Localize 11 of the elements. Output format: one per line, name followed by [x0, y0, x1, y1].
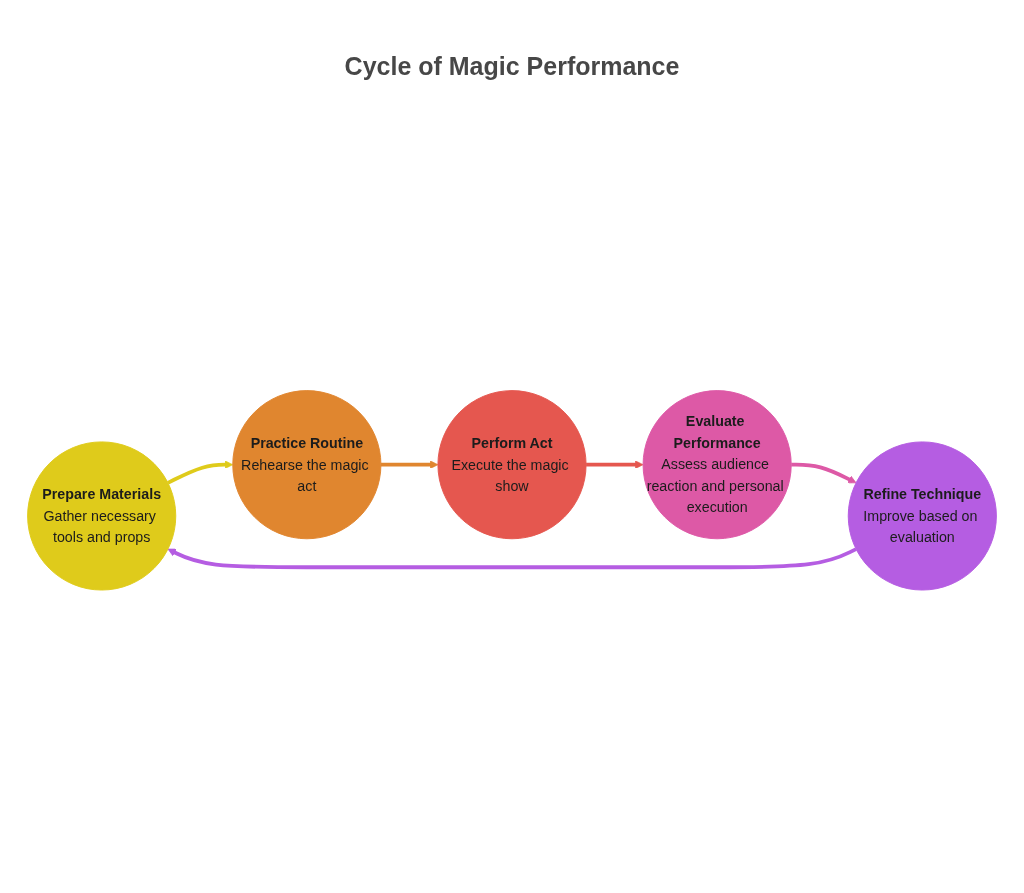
- arrow: [791, 462, 857, 483]
- arrow: [167, 547, 857, 569]
- step-circle: Prepare Materials Gather necessary tools and props: [27, 441, 177, 591]
- step-circle: Refine Technique Improve based on evaluation: [847, 441, 997, 591]
- step-circle: Practice Routine Rehearse the magic act: [232, 389, 382, 539]
- step-circle: Perform Act Execute the magic show: [437, 389, 587, 539]
- diagram-title: Cycle of Magic Performance: [344, 52, 680, 80]
- arrow: [380, 460, 439, 469]
- arrow: [586, 460, 644, 469]
- step-circle: Evaluate Performance Assess audience reaction and personal execution: [642, 389, 792, 539]
- arrow: [167, 460, 234, 485]
